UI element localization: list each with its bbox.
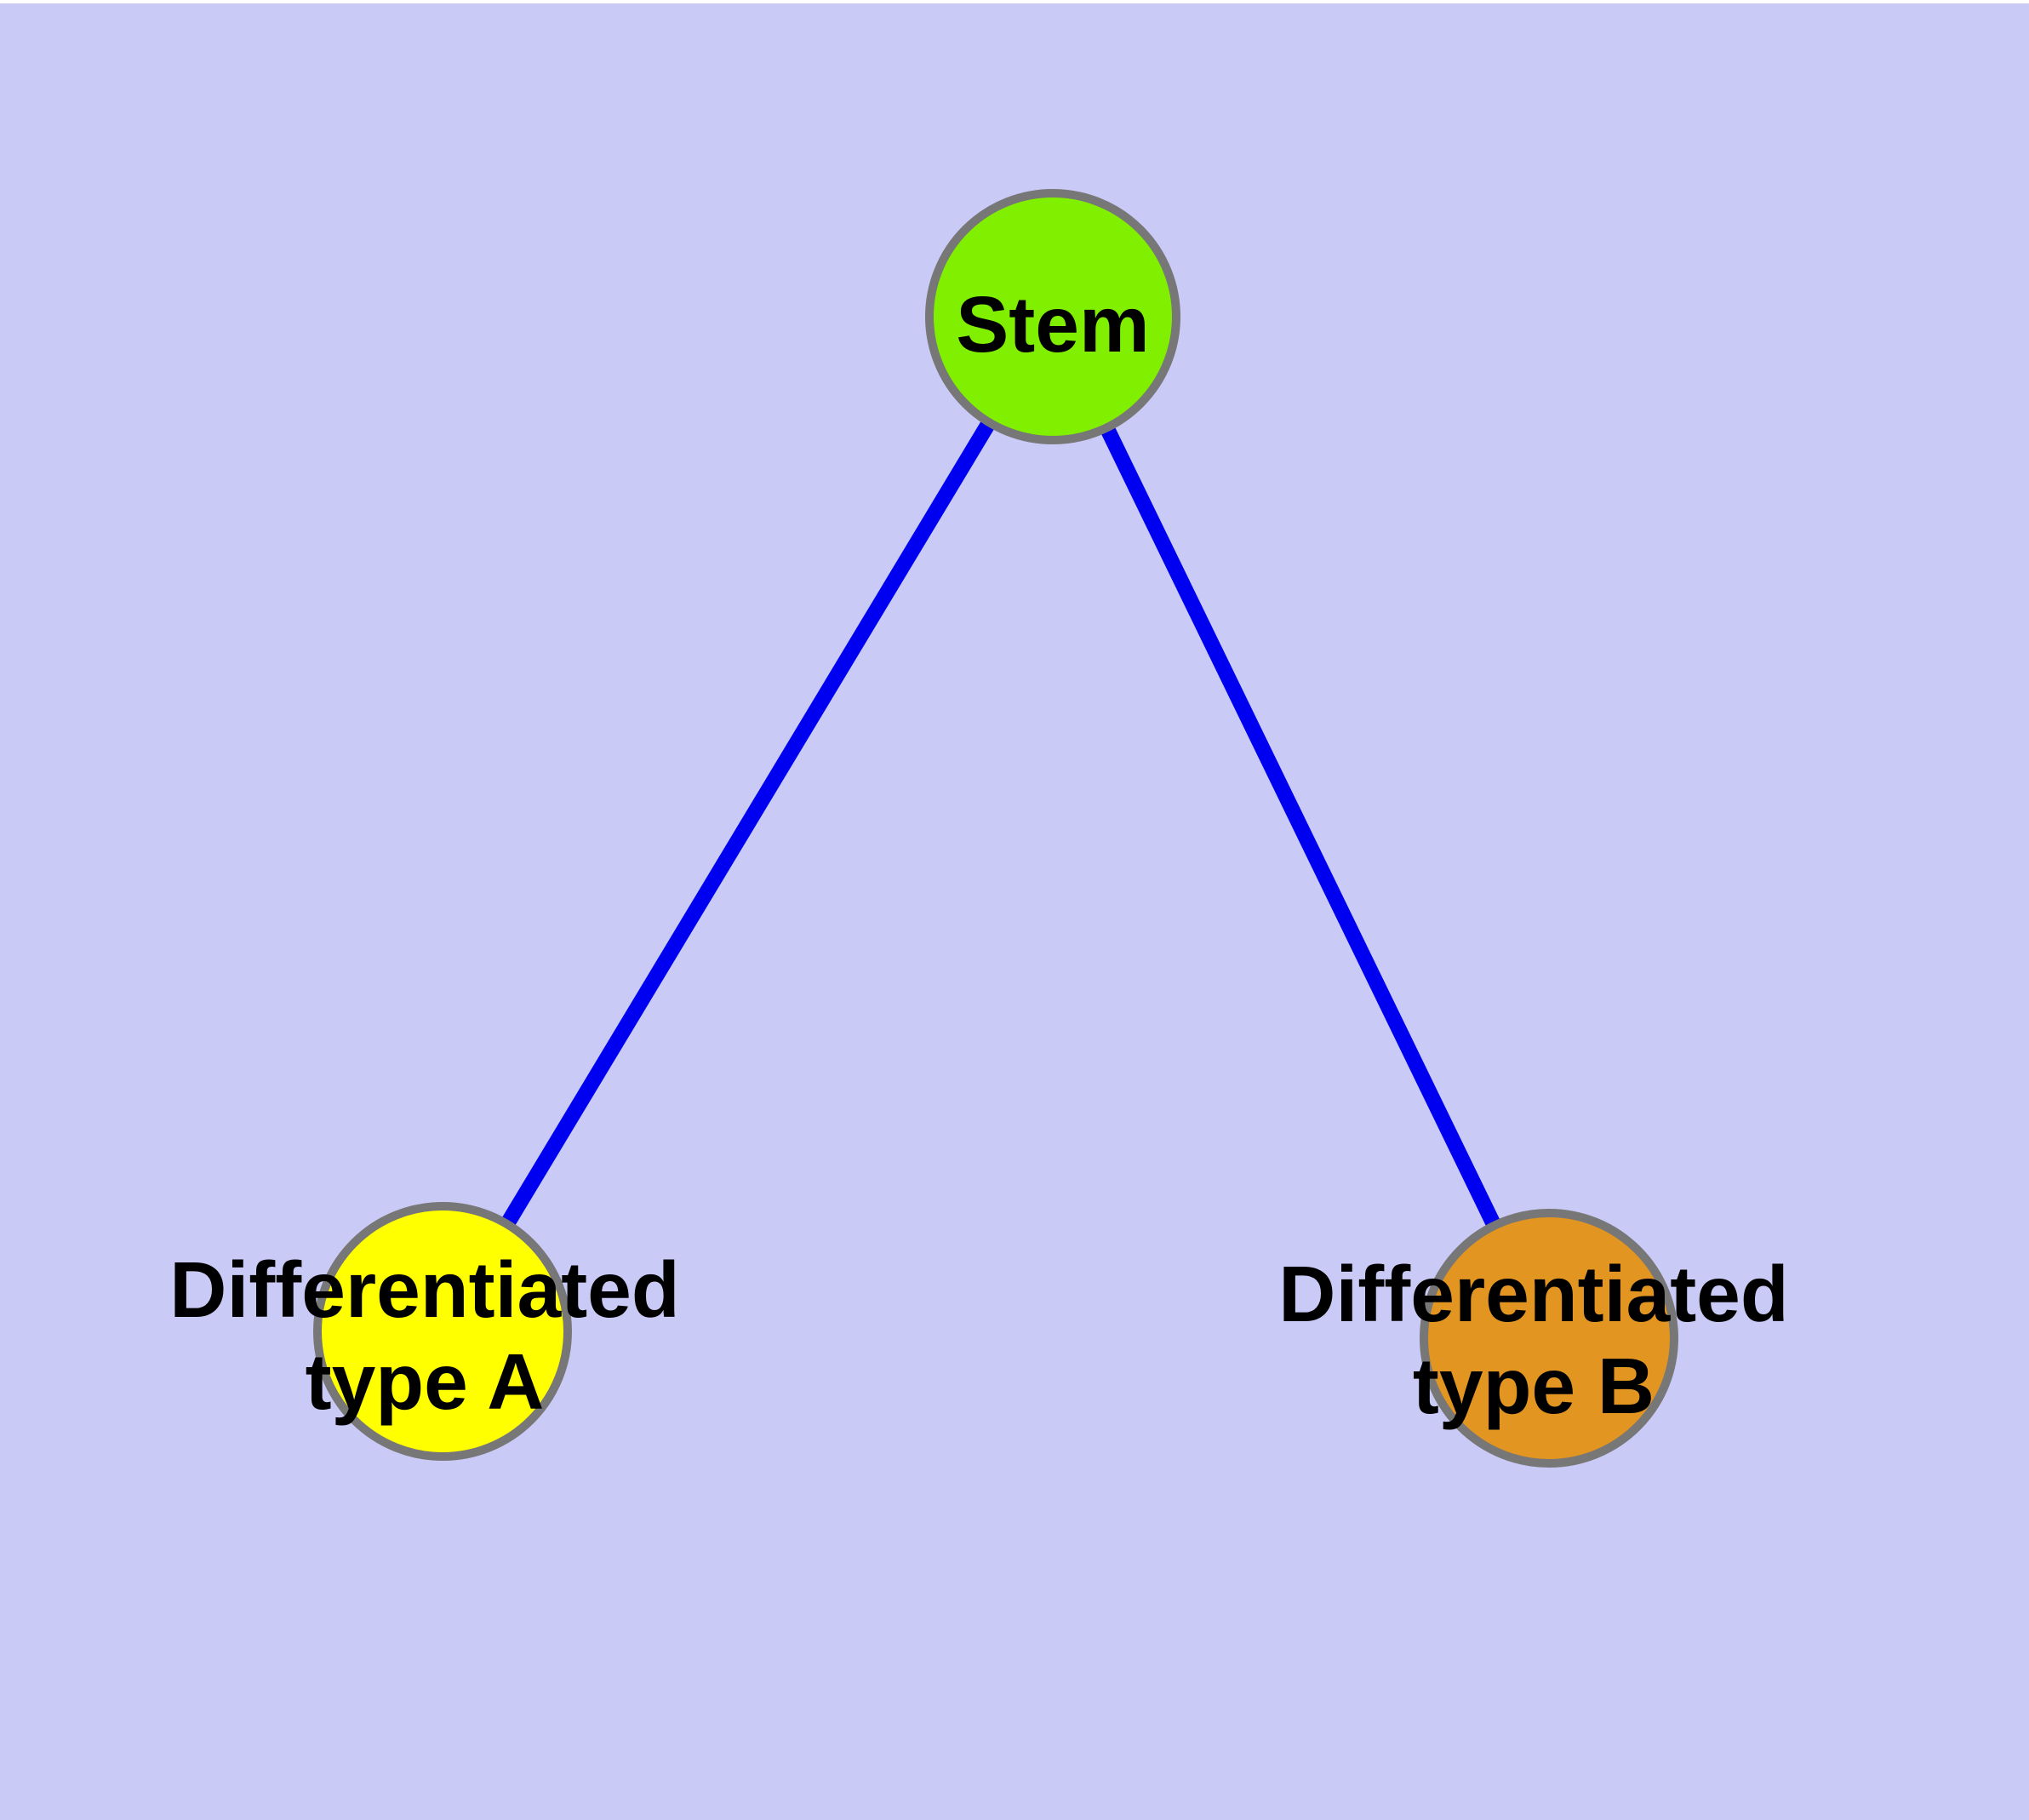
- node-differentiated-type-b-label-line2: type B: [1413, 1342, 1655, 1430]
- top-edge-strip: [0, 0, 2029, 3]
- edge-stem-to-type-b: [1045, 313, 1557, 1342]
- nodes-layer: [313, 189, 1678, 1468]
- labels-layer: Stem Differentiated type A Differentiate…: [169, 280, 1788, 1430]
- edge-stem-to-type-a: [436, 312, 1060, 1336]
- edges-layer: [436, 312, 1557, 1342]
- node-stem-label: Stem: [956, 280, 1149, 369]
- node-stem-circle: [925, 189, 1180, 444]
- node-differentiated-type-a-label-line2: type A: [306, 1337, 545, 1426]
- node-differentiated-type-b-label-line1: Differentiated: [1278, 1250, 1788, 1338]
- node-differentiated-type-a-circle: [313, 1202, 572, 1461]
- node-differentiated-type-a-label-line1: Differentiated: [169, 1245, 679, 1334]
- node-differentiated-type-b-circle: [1420, 1209, 1678, 1468]
